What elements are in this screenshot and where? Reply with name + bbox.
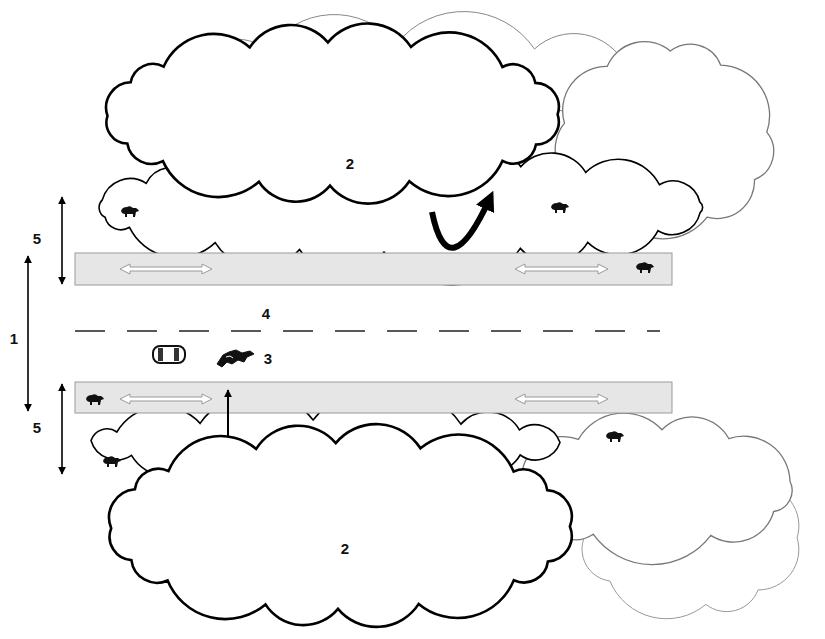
movement-arrow [120, 394, 212, 404]
car [153, 346, 185, 363]
bear-icon [86, 394, 104, 405]
road-verge [75, 382, 672, 413]
movement-arrow [120, 264, 212, 274]
callout-number: 4 [262, 305, 270, 322]
cloud-outline-svg [88, 420, 593, 632]
forest-cloud-node: 2 [85, 20, 580, 208]
bear-icon [501, 142, 519, 153]
movement-arrow [515, 264, 608, 274]
forest-cloud-node: 2 [88, 420, 593, 632]
bear-icon [279, 499, 297, 510]
bear-icon [431, 540, 449, 551]
car-window [174, 348, 179, 361]
dimension-bracket [61, 384, 63, 474]
bear-icon [121, 206, 139, 217]
movement-arrow [515, 394, 608, 404]
animal-on-road [217, 350, 254, 367]
bear-icon [531, 486, 549, 497]
bear-icon [386, 97, 404, 108]
bear-icon [136, 97, 154, 108]
bear-icon [166, 539, 184, 550]
callout-number: 2 [346, 155, 354, 172]
bear-icon [606, 431, 624, 442]
cloud-outline [109, 424, 572, 627]
bear-icon [551, 202, 569, 213]
turn-back-arrow [355, 429, 402, 488]
callout-number: 3 [264, 350, 272, 367]
car-window [158, 348, 163, 361]
animal-marking [226, 356, 233, 358]
cloud-outline [106, 24, 559, 204]
road-verge [75, 253, 672, 285]
centre-line [75, 330, 660, 332]
crossing-arrow [227, 390, 229, 512]
turn-back-arrow [432, 198, 490, 248]
cloud-outline-svg [85, 20, 580, 208]
bears [86, 97, 654, 551]
bear-icon [237, 149, 255, 160]
callout-number: 5 [33, 230, 41, 247]
car-body [153, 346, 185, 363]
callout-number: 1 [10, 330, 18, 347]
bear-icon [103, 456, 121, 467]
callout-number: 2 [341, 540, 349, 557]
dimension-bracket [61, 197, 63, 284]
bear-icon [636, 262, 654, 273]
callout-number: 5 [33, 419, 41, 436]
dimension-bracket [27, 256, 29, 411]
